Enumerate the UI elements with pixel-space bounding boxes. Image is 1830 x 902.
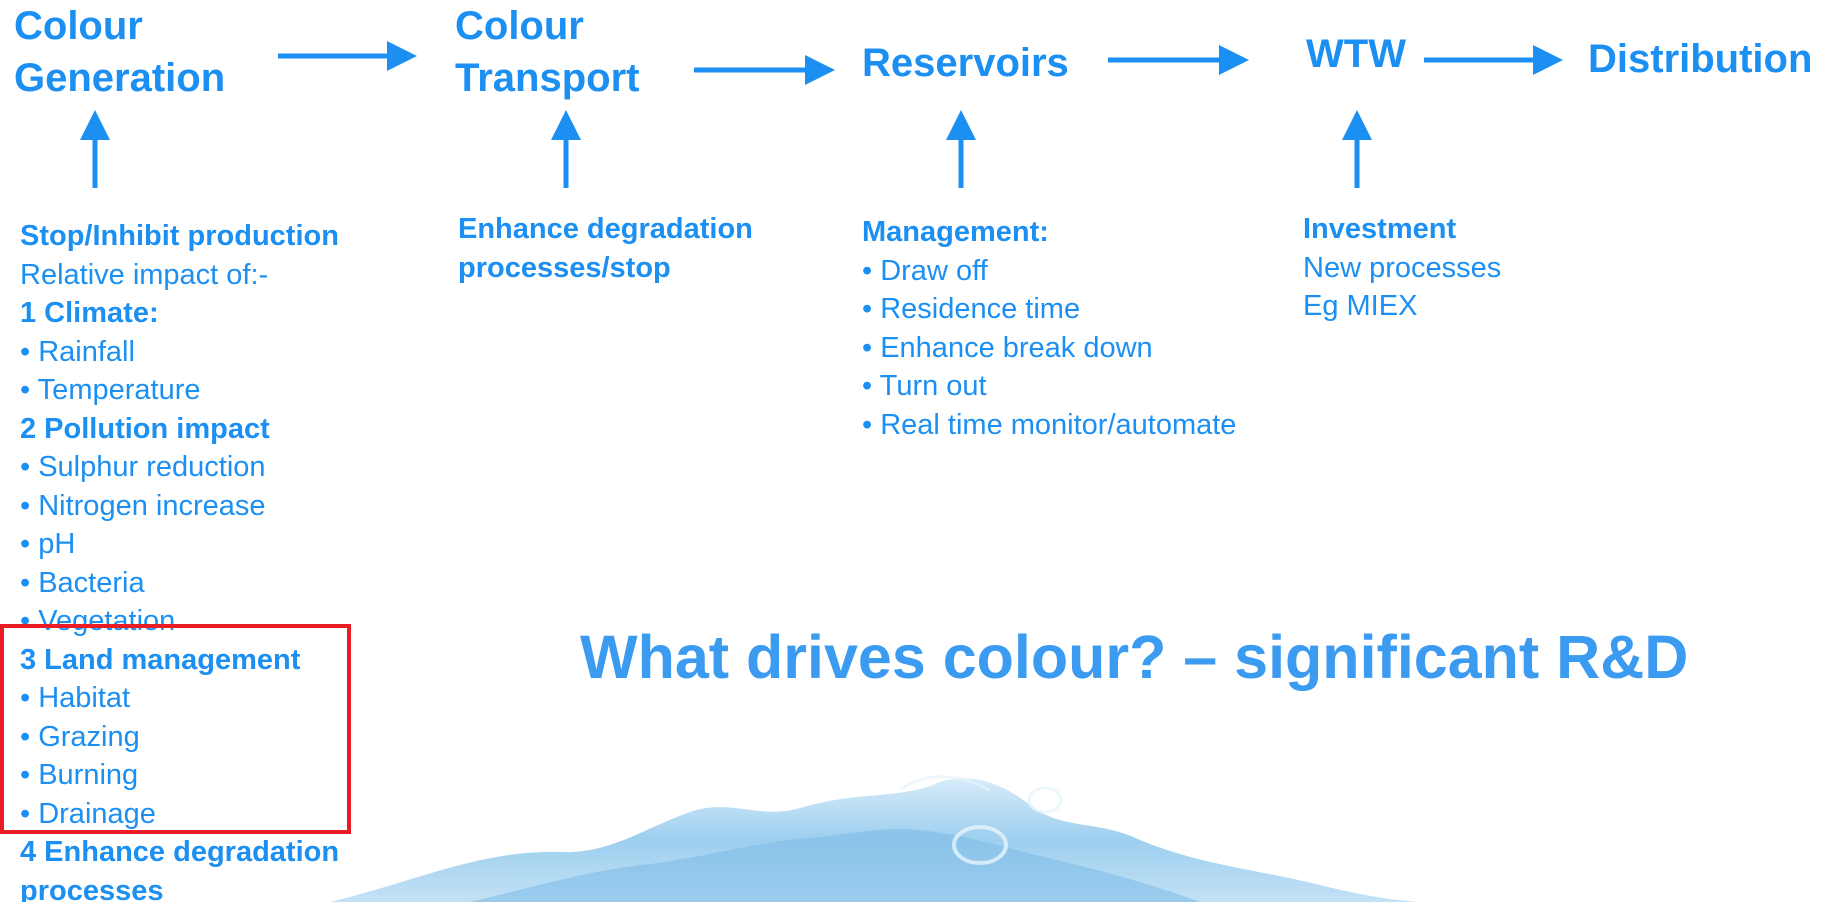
pollution-item-bacteria: • Bacteria: [20, 566, 145, 599]
stage-wtw: WTW: [1306, 28, 1406, 80]
transport-heading-line-2: processes/stop: [458, 251, 671, 284]
stage-colour-generation-line-2: Generation: [14, 56, 226, 100]
wtw-notes: Investment New processes Eg MIEX: [1303, 210, 1501, 326]
reservoir-heading: Management:: [862, 216, 1049, 248]
land-item-habitat: • Habitat: [20, 682, 131, 714]
climate-heading: 1 Climate:: [20, 297, 159, 329]
generation-intro: Relative impact of:-: [20, 258, 269, 291]
climate-item-temperature: • Temperature: [20, 374, 201, 406]
land-item-drainage: • Drainage: [20, 797, 156, 830]
reservoir-item-enhance-break-down: • Enhance break down: [862, 331, 1153, 364]
reservoir-item-turn-out: • Turn out: [862, 370, 987, 402]
headline-what-drives-colour: What drives colour? – significant R&D: [580, 623, 1689, 691]
wtw-heading: Investment: [1303, 213, 1457, 245]
wtw-item-eg-miex: Eg MIEX: [1303, 290, 1418, 322]
degradation-heading-line-2: processes: [20, 874, 164, 902]
generation-heading: Stop/Inhibit production: [20, 220, 339, 252]
stage-colour-generation-line-1: Colour: [14, 4, 143, 48]
land-item-grazing: • Grazing: [20, 720, 140, 753]
wtw-item-new-processes: New processes: [1303, 251, 1502, 284]
land-item-burning: • Burning: [20, 759, 139, 791]
stage-colour-transport: Colour Transport: [455, 0, 639, 104]
stage-reservoirs-label: Reservoirs: [862, 41, 1069, 85]
reservoir-item-real-time-monitor: • Real time monitor/automate: [862, 408, 1237, 441]
stage-colour-generation: Colour Generation: [14, 0, 225, 104]
pollution-heading: 2 Pollution impact: [20, 412, 270, 445]
stage-reservoirs: Reservoirs: [862, 37, 1069, 89]
reservoir-notes: Management: • Draw off • Residence time …: [862, 213, 1236, 444]
pollution-item-sulphur: • Sulphur reduction: [20, 451, 266, 483]
stage-colour-transport-line-1: Colour: [455, 4, 584, 48]
transport-notes: Enhance degradation processes/stop: [458, 210, 753, 287]
degradation-heading-line-1: 4 Enhance degradation: [20, 836, 340, 868]
water-splash-image: [330, 775, 1420, 902]
transport-heading-line-1: Enhance degradation: [458, 213, 753, 245]
reservoir-item-residence-time: • Residence time: [862, 293, 1081, 325]
stage-distribution-label: Distribution: [1588, 37, 1813, 81]
climate-item-rainfall: • Rainfall: [20, 335, 135, 368]
land-management-highlight-box: [0, 624, 351, 834]
pollution-item-nitrogen: • Nitrogen increase: [20, 489, 266, 522]
generation-notes: Stop/Inhibit production Relative impact …: [20, 217, 339, 902]
stage-wtw-label: WTW: [1306, 32, 1406, 76]
stage-colour-transport-line-2: Transport: [455, 56, 640, 100]
reservoir-item-draw-off: • Draw off: [862, 254, 988, 287]
pollution-item-ph: • pH: [20, 528, 76, 560]
pollution-item-vegetation: • Vegetation: [20, 605, 176, 637]
stage-distribution: Distribution: [1588, 33, 1812, 85]
land-heading: 3 Land management: [20, 643, 301, 676]
